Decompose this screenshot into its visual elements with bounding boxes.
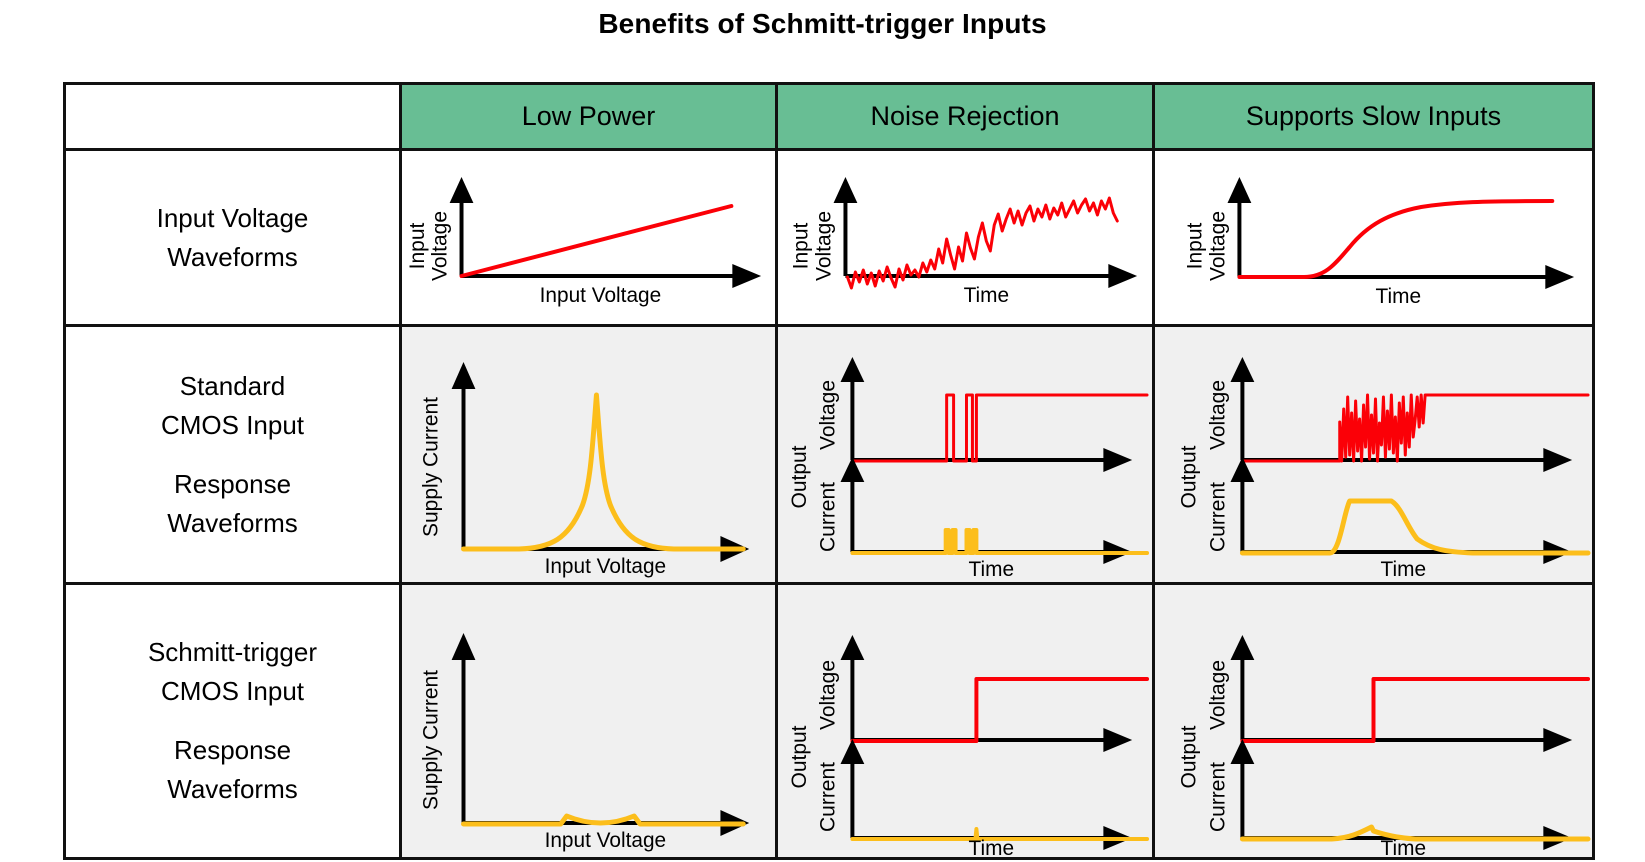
row-label-line1: Schmitt-trigger: [147, 637, 318, 667]
chart-cell-r2c2: Time Output Voltage Current: [775, 324, 1155, 585]
row-label-line4: Waveforms: [167, 774, 298, 804]
table-row-input-waveforms: Input Voltage Waveforms Input Voltage In…: [63, 148, 1595, 327]
chart-r1c3-xlabel: Time: [1376, 285, 1422, 308]
column-header-low-power: Low Power: [399, 82, 778, 151]
row-label-standard-cmos: Standard CMOS Input Response Waveforms: [63, 324, 402, 585]
row-label-line2: Waveforms: [167, 241, 298, 272]
chart-cell-r3c1: Input Voltage Supply Current: [399, 582, 778, 860]
column-header-noise-rejection: Noise Rejection: [775, 82, 1155, 151]
row-label-line1: Standard: [179, 370, 286, 401]
page-title: Benefits of Schmitt-trigger Inputs: [598, 8, 1047, 39]
chart-r2c3-xlabel: Time: [1381, 558, 1427, 581]
chart-r1c3-ylabel-bottom: Voltage: [1207, 211, 1230, 281]
chart-r2c2-sublabel-voltage: Voltage: [817, 380, 840, 450]
chart-r2c1-supply-current-spike: Input Voltage Supply Current: [402, 327, 775, 582]
chart-r2c2-xlabel: Time: [969, 558, 1015, 581]
chart-r1c1-xlabel: Input Voltage: [540, 284, 662, 307]
benefits-matrix-table: Low Power Noise Rejection Supports Slow …: [63, 82, 1595, 860]
row-label-line2: CMOS Input: [160, 676, 305, 706]
chart-r3c3-sublabel-voltage: Voltage: [1207, 660, 1230, 730]
chart-r2c2-output-glitches: Time Output Voltage Current: [778, 327, 1152, 582]
chart-r1c2-ylabel-top: Input: [790, 222, 813, 269]
header-corner-cell: [63, 82, 402, 151]
chart-r2c3-output-chatter: Time Output Voltage Current: [1155, 327, 1592, 582]
chart-r3c3-output-clean-step-slow: Time Output Voltage Current: [1155, 585, 1592, 857]
chart-r3c1-supply-current-low: Input Voltage Supply Current: [402, 585, 775, 857]
row-label-line3: Response: [173, 735, 292, 765]
chart-r3c2-output-clean-step: Time Output Voltage Current: [778, 585, 1152, 857]
chart-r3c2-sublabel-voltage: Voltage: [817, 660, 840, 730]
chart-r2c3-ylabel-output: Output: [1178, 445, 1201, 508]
chart-cell-r2c3: Time Output Voltage Current: [1152, 324, 1595, 585]
row-label-line2: CMOS Input: [160, 409, 305, 440]
chart-cell-r2c1: Input Voltage Supply Current: [399, 324, 778, 585]
chart-r1c2-noisy-input: Time Input Voltage: [778, 151, 1152, 324]
chart-r3c2-ylabel-output: Output: [788, 725, 811, 788]
column-header-supports-slow-inputs: Supports Slow Inputs: [1152, 82, 1595, 151]
chart-r1c2-xlabel: Time: [964, 284, 1010, 307]
chart-r2c2-ylabel-output: Output: [788, 445, 811, 508]
chart-r3c3-sublabel-current: Current: [1207, 762, 1230, 832]
table-header-row: Low Power Noise Rejection Supports Slow …: [63, 82, 1595, 151]
chart-r1c1-ylabel-bottom: Voltage: [429, 211, 452, 281]
chart-r1c2-ylabel-bottom: Voltage: [813, 211, 836, 281]
chart-r2c3-sublabel-current: Current: [1207, 482, 1230, 552]
chart-cell-r1c3: Time Input Voltage: [1152, 148, 1595, 327]
chart-r1c3-ylabel-top: Input: [1184, 222, 1207, 269]
chart-r2c2-sublabel-current: Current: [817, 482, 840, 552]
chart-r1c1-input-voltage-ramp: Input Voltage Input Voltage: [402, 151, 775, 324]
chart-r2c3-sublabel-voltage: Voltage: [1207, 380, 1230, 450]
row-label-input-waveforms: Input Voltage Waveforms: [63, 148, 402, 327]
chart-r3c1-ylabel: Supply Current: [420, 670, 443, 810]
chart-cell-r3c2: Time Output Voltage Current: [775, 582, 1155, 860]
table-row-standard-cmos: Standard CMOS Input Response Waveforms I…: [63, 324, 1595, 585]
row-label-line3: Response: [173, 468, 292, 499]
chart-r1c1-ylabel-top: Input: [406, 222, 429, 269]
row-label-gap: [66, 445, 399, 465]
chart-cell-r3c3: Time Output Voltage Current: [1152, 582, 1595, 860]
chart-cell-r1c2: Time Input Voltage: [775, 148, 1155, 327]
chart-r3c2-sublabel-current: Current: [817, 762, 840, 832]
chart-r1c3-slow-input: Time Input Voltage: [1155, 151, 1592, 324]
chart-r3c3-xlabel: Time: [1381, 837, 1427, 857]
chart-cell-r1c1: Input Voltage Input Voltage: [399, 148, 778, 327]
chart-r3c2-xlabel: Time: [969, 837, 1015, 857]
row-label-schmitt-cmos: Schmitt-trigger CMOS Input Response Wave…: [63, 582, 402, 860]
chart-r2c1-ylabel: Supply Current: [420, 397, 443, 537]
table-row-schmitt-cmos: Schmitt-trigger CMOS Input Response Wave…: [63, 582, 1595, 860]
row-label-line1: Input Voltage: [156, 202, 309, 233]
row-label-gap: [66, 711, 399, 731]
row-label-line4: Waveforms: [167, 507, 298, 538]
chart-r3c1-xlabel: Input Voltage: [545, 829, 667, 852]
chart-r3c3-ylabel-output: Output: [1178, 725, 1201, 788]
chart-r2c1-xlabel: Input Voltage: [545, 555, 667, 578]
